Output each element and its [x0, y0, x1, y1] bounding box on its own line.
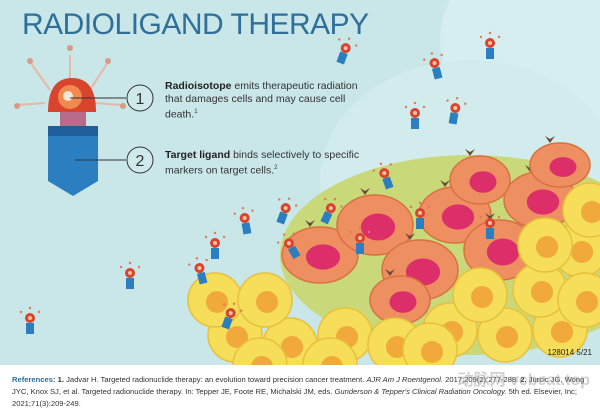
radioligand-icon [277, 232, 301, 260]
radioligand-icon [19, 306, 41, 334]
radioligand-icon [446, 96, 467, 125]
healthy-cell [477, 307, 533, 363]
healthy-cell [237, 272, 293, 328]
radioligand-icon [188, 257, 208, 285]
healthy-cell [452, 267, 508, 323]
tumor-cell [529, 136, 591, 188]
healthy-cell [302, 337, 358, 365]
radioligand-icon [320, 197, 343, 225]
radioligand-icon [479, 211, 501, 239]
radioligand-icon [349, 226, 371, 254]
document-code: 128014 5/21 [547, 348, 593, 357]
callout-heading: Target ligand [165, 149, 231, 161]
ref-text: Jadvar H. Targeted radionuclide therapy:… [63, 375, 367, 384]
page-title: RADIOLIGAND THERAPY [22, 8, 369, 41]
radioligand-icon [336, 37, 358, 65]
callout-text: emits therapeutic radiation that damages… [165, 80, 358, 121]
radioligand-icon [372, 162, 394, 190]
healthy-cell [557, 272, 600, 328]
radioligand-icon [423, 52, 443, 80]
callout-target-ligand: Target ligand binds selectively to speci… [165, 149, 365, 178]
callout-radioisotope: Radioisotope emits therapeutic radiation… [165, 80, 365, 122]
tumor-cell [449, 149, 511, 205]
callout-text: binds selectively to specific markers on… [165, 149, 360, 177]
healthy-cell [562, 182, 600, 238]
radioligand-icon [119, 261, 141, 289]
ref-number: 1. [57, 375, 64, 384]
healthy-cell [517, 217, 573, 273]
callout-lines [70, 97, 126, 161]
tumor-cell [463, 213, 537, 281]
radioligand-icon [233, 206, 254, 235]
healthy-cell [232, 337, 288, 365]
healthy-cell [402, 322, 458, 365]
ref-number: 2. [520, 375, 527, 384]
watermark: 动脉网 vcbeat.top [457, 372, 590, 389]
references: References: 1. Jadvar H. Targeted radion… [12, 374, 592, 410]
callout-heading: Radioisotope [165, 80, 232, 92]
healthy-cell [187, 272, 243, 328]
tumor-cell [281, 220, 359, 284]
tumor-cell [369, 269, 431, 325]
radioligand-icon [204, 231, 226, 259]
cell-scene [14, 0, 600, 365]
radioligand-icon [479, 31, 501, 59]
radioligand-icon [276, 197, 298, 225]
radioligand-icon [409, 201, 431, 229]
radioligand-icon [404, 101, 426, 129]
ref-journal: AJR Am J Roentgenol. [366, 375, 444, 384]
references-label: References: [12, 375, 56, 384]
ref-text: 5th ed. Elsevier, Inc; 2021;71(3):209-24… [12, 387, 577, 408]
illustration: RADIOLIGAND THERAPY 1 2 Radioisotope emi… [0, 0, 600, 365]
radioligand-icon [221, 302, 243, 330]
footnote-ref: 1 [194, 109, 198, 115]
ref-text: Jurcic JG, Wong JYC, Knox SJ, et al. Tar… [12, 375, 585, 396]
ref-text: 2017;209(2):277-288. [443, 375, 521, 384]
ref-book: Gunderson & Tepper's Clinical Radiation … [334, 387, 507, 396]
footnote-ref: 2 [274, 165, 278, 171]
radioligand-molecule-icon [14, 45, 126, 196]
